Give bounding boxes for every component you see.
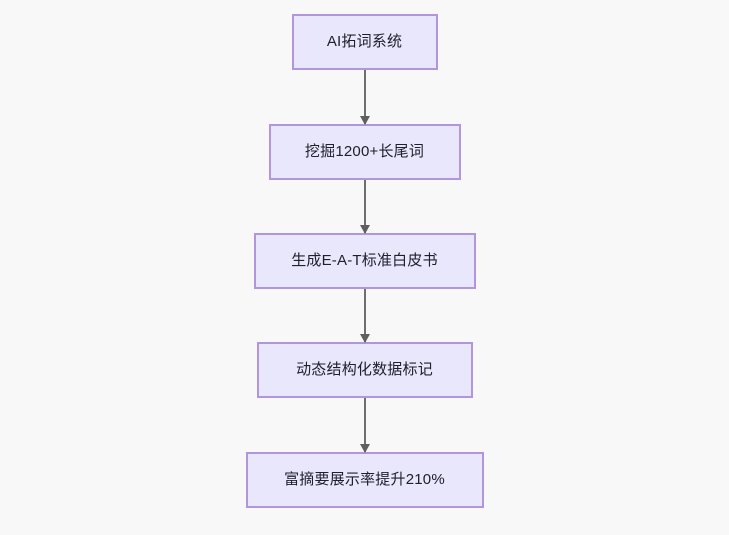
- flow-edge-1-arrow: [359, 70, 371, 125]
- edge-line: [363, 289, 366, 342]
- flow-node-generate-eat-whitepaper[interactable]: 生成E-A-T标准白皮书: [253, 233, 476, 289]
- flow-node-rich-snippet-impression-uplift[interactable]: 富摘要展示率提升210%: [245, 452, 484, 508]
- flow-node-ai-keyword-system[interactable]: AI拓词系统: [291, 14, 438, 70]
- down-arrow-icon: [359, 116, 370, 125]
- edge-line: [363, 70, 366, 124]
- down-arrow-icon: [359, 334, 370, 343]
- flow-node-label: 富摘要展示率提升210%: [284, 471, 445, 488]
- flow-node-label: AI拓词系统: [326, 33, 403, 50]
- flow-node-label: 动态结构化数据标记: [296, 361, 433, 378]
- flow-node-mine-longtail-keywords[interactable]: 挖掘1200+长尾词: [268, 124, 461, 180]
- edge-line: [363, 398, 366, 452]
- flow-node-label: 挖掘1200+长尾词: [304, 143, 425, 160]
- flow-node-dynamic-structured-data-markup[interactable]: 动态结构化数据标记: [256, 342, 473, 398]
- down-arrow-icon: [359, 444, 370, 453]
- flow-edge-2-arrow: [359, 180, 371, 234]
- flow-edge-4-arrow: [359, 398, 371, 453]
- down-arrow-icon: [359, 225, 370, 234]
- flow-edge-3-arrow: [359, 289, 371, 343]
- flow-node-label: 生成E-A-T标准白皮书: [291, 252, 438, 269]
- edge-line: [363, 180, 366, 233]
